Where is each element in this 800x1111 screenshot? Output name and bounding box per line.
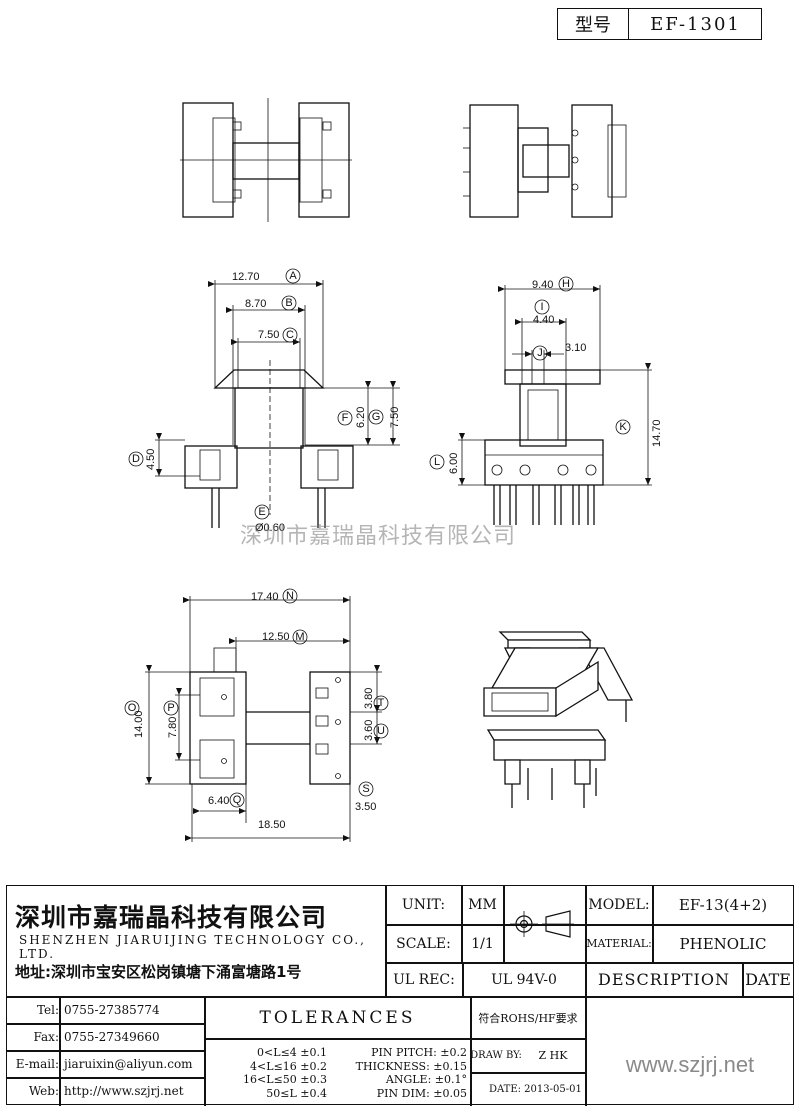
tolerances-title: TOLERANCES — [259, 1007, 416, 1028]
dim-o-id: O — [128, 702, 137, 714]
dim-e-id: E — [258, 506, 265, 518]
watermark-text: 深圳市嘉瑞晶科技有限公司 — [240, 524, 517, 549]
dim-t-value: 3.80 — [363, 688, 375, 709]
bottom-dim-labels: 17.40 N 12.50 M O 14.00 P 7.80 6.40 Q 18… — [124, 588, 389, 831]
dim-s-value: 3.50 — [355, 801, 376, 813]
dim-a-value: 12.70 — [232, 271, 260, 283]
material-value: PHENOLIC — [679, 934, 767, 953]
tolerance-pin-dim: PIN DIM: ±0.05 — [376, 1086, 467, 1100]
model-header-label: 型号 — [558, 9, 629, 39]
tolerance-thickness: THICKNESS: ±0.15 — [355, 1059, 467, 1073]
dim-t-id: T — [378, 697, 385, 709]
top-view — [180, 98, 352, 222]
tolerance-pin-pitch: PIN PITCH: ±0.2 — [371, 1046, 467, 1059]
unit-value: MM — [468, 897, 497, 913]
fax-label: Fax: — [33, 1030, 59, 1044]
dim-p-id: P — [167, 702, 174, 714]
dim-p-value: 7.80 — [167, 717, 179, 738]
technical-drawing: 12.70 A 8.70 B 7.50 C D 4.50 E Ø0.60 F 6… — [124, 98, 663, 842]
company-name-en: SHENZHEN JIARUIJING TECHNOLOGY CO., LTD. — [19, 933, 366, 961]
model-label: MODEL: — [588, 897, 650, 913]
date-header-label: DATE — [745, 970, 791, 989]
dim-b-id: B — [285, 297, 292, 309]
isometric-view — [483, 631, 634, 808]
website-watermark: www.szjrj.net — [625, 1052, 755, 1077]
dim-a-id: A — [289, 270, 297, 282]
web-label: Web: — [28, 1084, 59, 1098]
dim-n-value: 17.40 — [251, 591, 279, 603]
dim-n-id: N — [286, 590, 294, 602]
scale-value: 1/1 — [471, 935, 494, 952]
bottom-view — [145, 596, 382, 842]
dim-u-value: 3.60 — [363, 720, 375, 741]
dim-u-id: U — [377, 725, 385, 737]
dim-m-id: M — [295, 631, 304, 643]
dim-c-value: 7.50 — [258, 329, 279, 341]
company-panel: 深圳市嘉瑞晶科技有限公司 SHENZHEN JIARUIJING TECHNOL… — [7, 886, 385, 996]
dim-f-id: F — [342, 412, 349, 424]
projection-symbol-icon — [510, 910, 574, 938]
email-value[interactable]: jiaruixin@aliyun.com — [64, 1057, 193, 1071]
rohs-note: 符合ROHS/HF要求 — [478, 1011, 578, 1025]
side-dim-labels: 9.40 H I 4.40 J 3.10 K 14.70 L 6.00 — [429, 276, 663, 474]
dim-i-id: I — [540, 301, 543, 313]
scale-label: SCALE: — [396, 935, 451, 952]
dim-o-value: 14.00 — [133, 710, 145, 738]
dim-h-id: H — [562, 278, 570, 290]
material-label: MATERIAL: — [586, 937, 652, 950]
tolerance-range-2: 4<L≤16 ±0.2 — [250, 1059, 327, 1073]
dim-l-id: L — [434, 456, 440, 468]
dim-f-value: 6.20 — [355, 407, 367, 428]
front-view — [155, 280, 400, 528]
title-block: 深圳市嘉瑞晶科技有限公司 SHENZHEN JIARUIJING TECHNOL… — [6, 885, 794, 1106]
drawby-value: Z HK — [538, 1049, 568, 1062]
tolerance-angle: ANGLE: ±0.1° — [385, 1073, 467, 1086]
ulrec-value: UL 94V-0 — [491, 971, 557, 988]
tel-value: 0755-27385774 — [64, 1003, 160, 1017]
tel-label: Tel: — [36, 1003, 59, 1017]
dim-g-id: G — [372, 411, 381, 423]
fax-value: 0755-27349660 — [64, 1030, 160, 1044]
description-label: DESCRIPTION — [598, 970, 730, 989]
tolerance-others: PIN PITCH: ±0.2 THICKNESS: ±0.15 ANGLE: … — [332, 1046, 467, 1100]
model-value: EF-13(4+2) — [678, 896, 768, 914]
email-label: E-mail: — [15, 1057, 59, 1071]
dim-q-id: Q — [233, 794, 242, 806]
side-elevation-view — [463, 104, 627, 218]
drawing-date-value: 2013-05-01 — [524, 1084, 582, 1095]
dim-e-value: Ø0.60 — [255, 522, 285, 534]
dim-s-id: S — [362, 783, 369, 795]
dim-b-value: 8.70 — [245, 298, 266, 310]
dim-i-value: 4.40 — [533, 314, 554, 326]
dim-d-id: D — [132, 453, 140, 465]
ulrec-label: UL REC: — [393, 971, 455, 988]
dim-l-value: 6.00 — [448, 453, 460, 474]
web-value[interactable]: http://www.szjrj.net — [64, 1084, 184, 1098]
tolerance-range-4: 50≤L ±0.4 — [266, 1086, 327, 1100]
dim-d-value: 4.50 — [145, 449, 157, 470]
model-header-box: 型号 EF-1301 — [557, 8, 762, 40]
dim-q-value: 6.40 — [208, 795, 229, 807]
front-dim-labels: 12.70 A 8.70 B 7.50 C D 4.50 E Ø0.60 F 6… — [128, 268, 401, 534]
drawing-date-label: DATE: — [488, 1084, 521, 1095]
tolerance-ranges: 0<L≤4 ±0.1 4<L≤16 ±0.2 16<L≤50 ±0.3 50≤L… — [207, 1046, 327, 1100]
dim-k-value: 14.70 — [651, 419, 663, 447]
dim-c-id: C — [286, 329, 294, 341]
company-address: 地址:深圳市宝安区松岗镇塘下涌富塘路1号 — [15, 963, 302, 981]
dim-m-value: 12.50 — [262, 631, 290, 643]
company-name-cn: 深圳市嘉瑞晶科技有限公司 — [15, 903, 328, 932]
dim-310-value: 3.10 — [565, 342, 586, 354]
dim-k-id: K — [619, 421, 627, 433]
dim-j-id: J — [537, 347, 543, 359]
dim-1850-value: 18.50 — [258, 819, 286, 831]
tolerance-range-1: 0<L≤4 ±0.1 — [257, 1046, 327, 1059]
side-view — [458, 285, 652, 525]
unit-label: UNIT: — [401, 897, 446, 913]
model-header-value: EF-1301 — [650, 13, 741, 35]
drawby-label: DRAW BY: — [470, 1050, 522, 1061]
tolerance-range-3: 16<L≤50 ±0.3 — [243, 1073, 327, 1086]
dim-h-value: 9.40 — [532, 279, 553, 291]
dim-g-value: 7.50 — [389, 407, 401, 428]
